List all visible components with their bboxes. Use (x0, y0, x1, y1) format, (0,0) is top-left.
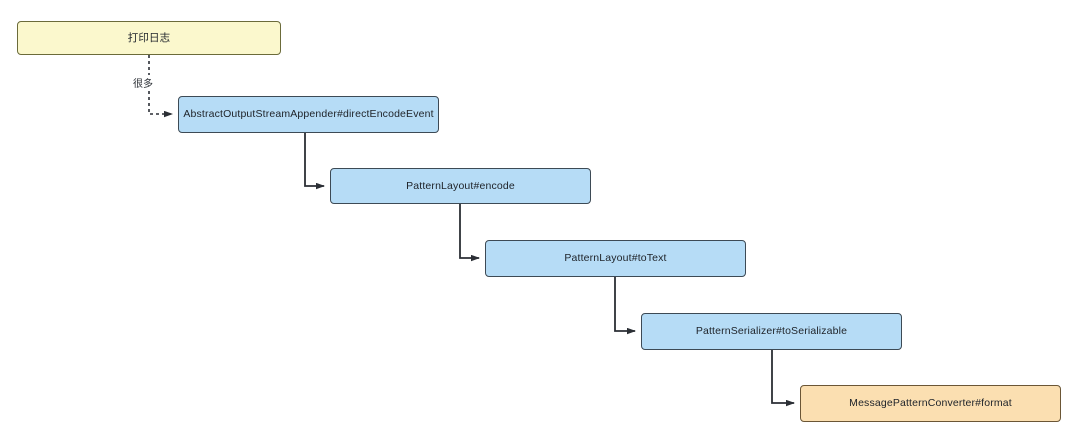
node-print-log[interactable]: 打印日志 (17, 21, 281, 55)
edge-totext-to-serializer (614, 277, 636, 335)
node-print-log-label: 打印日志 (127, 31, 171, 44)
edge-serializer-to-converter (771, 350, 795, 407)
node-pattern-layout-to-text-label: PatternLayout#toText (564, 252, 667, 265)
node-abstract-output-stream-appender-direct-encode-event-label: AbstractOutputStreamAppender#directEncod… (183, 108, 434, 121)
edge-appender-to-encode (304, 133, 325, 190)
edge-label-very-many: 很多 (131, 75, 155, 90)
node-pattern-serializer-to-serializable[interactable]: PatternSerializer#toSerializable (641, 313, 902, 350)
edge-encode-to-totext (459, 204, 480, 262)
edge-print-log-to-appender (148, 55, 173, 118)
node-abstract-output-stream-appender-direct-encode-event[interactable]: AbstractOutputStreamAppender#directEncod… (178, 96, 439, 133)
node-message-pattern-converter-format[interactable]: MessagePatternConverter#format (800, 385, 1061, 422)
node-message-pattern-converter-format-label: MessagePatternConverter#format (849, 397, 1012, 410)
node-pattern-serializer-to-serializable-label: PatternSerializer#toSerializable (695, 325, 848, 338)
node-pattern-layout-encode-label: PatternLayout#encode (406, 179, 515, 192)
node-pattern-layout-encode[interactable]: PatternLayout#encode (330, 168, 591, 204)
node-pattern-layout-to-text[interactable]: PatternLayout#toText (485, 240, 746, 277)
